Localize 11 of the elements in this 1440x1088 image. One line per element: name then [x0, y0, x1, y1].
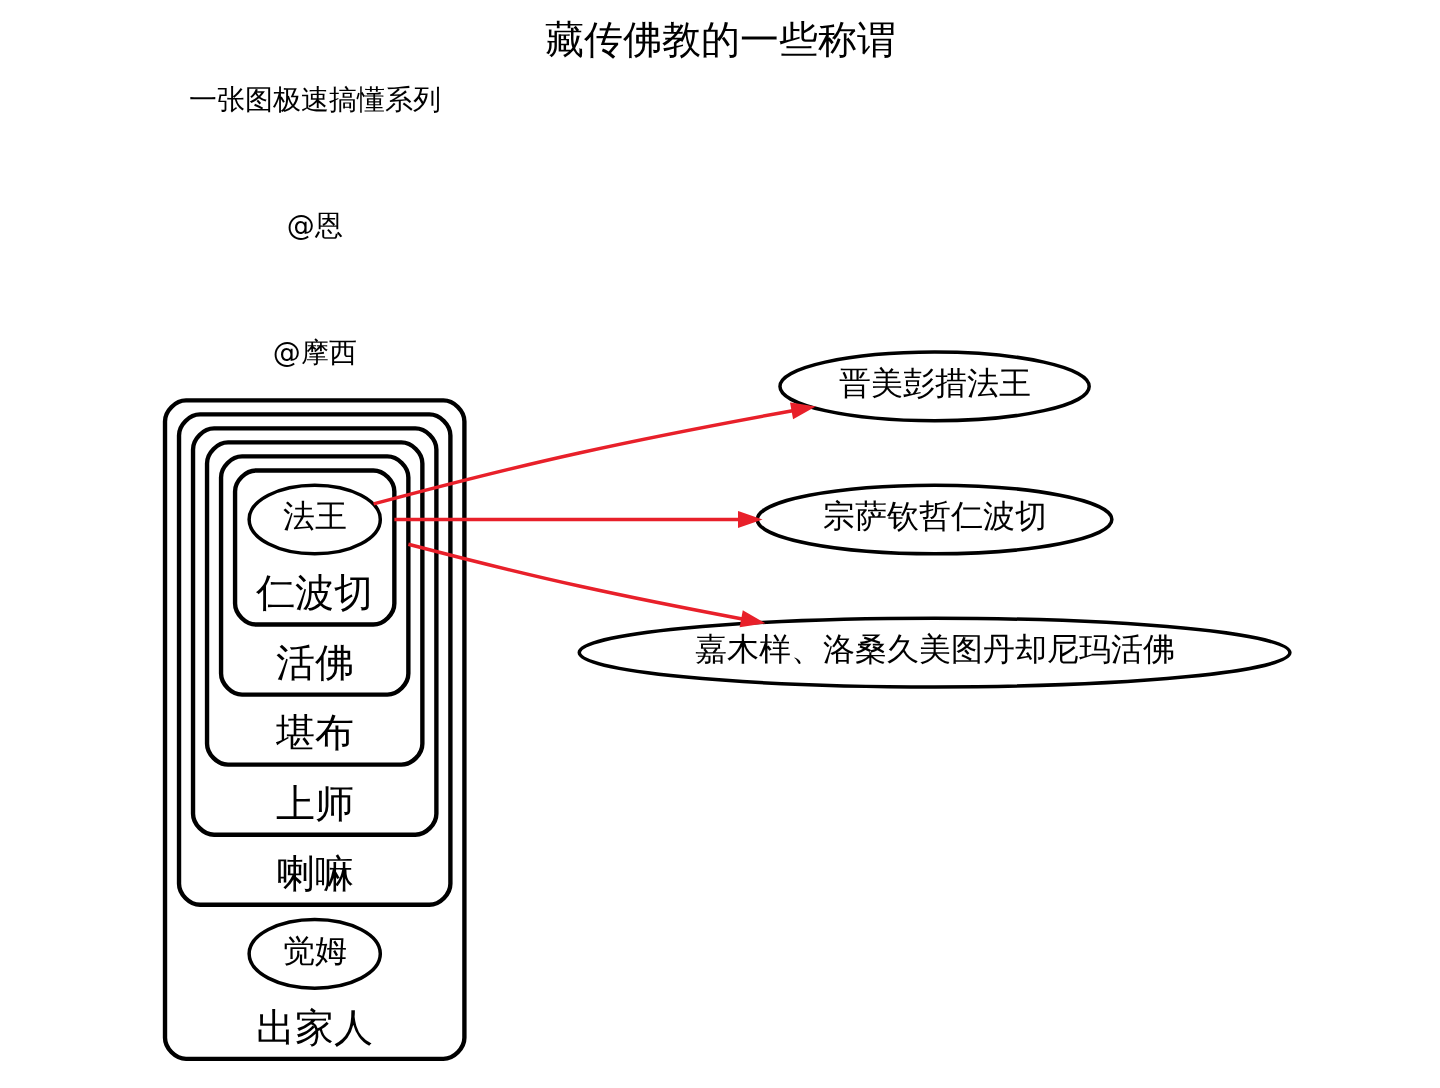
label: @恩 [286, 209, 343, 243]
node-ellipse: 觉姆 [246, 917, 382, 990]
arrow [393, 510, 763, 529]
node-ellipse: 法王 [246, 483, 382, 556]
node-ellipse: 嘉木样、洛桑久美图丹却尼玛活佛 [577, 616, 1292, 689]
arrow [372, 402, 816, 506]
node-ellipse: 宗萨钦哲仁波切 [755, 483, 1114, 556]
diagram-title: 藏传佛教的一些称谓 [544, 16, 896, 62]
label: 一张图极速搞懂系列 [188, 83, 441, 117]
label: @摩西 [272, 335, 357, 369]
arrow [407, 542, 765, 628]
